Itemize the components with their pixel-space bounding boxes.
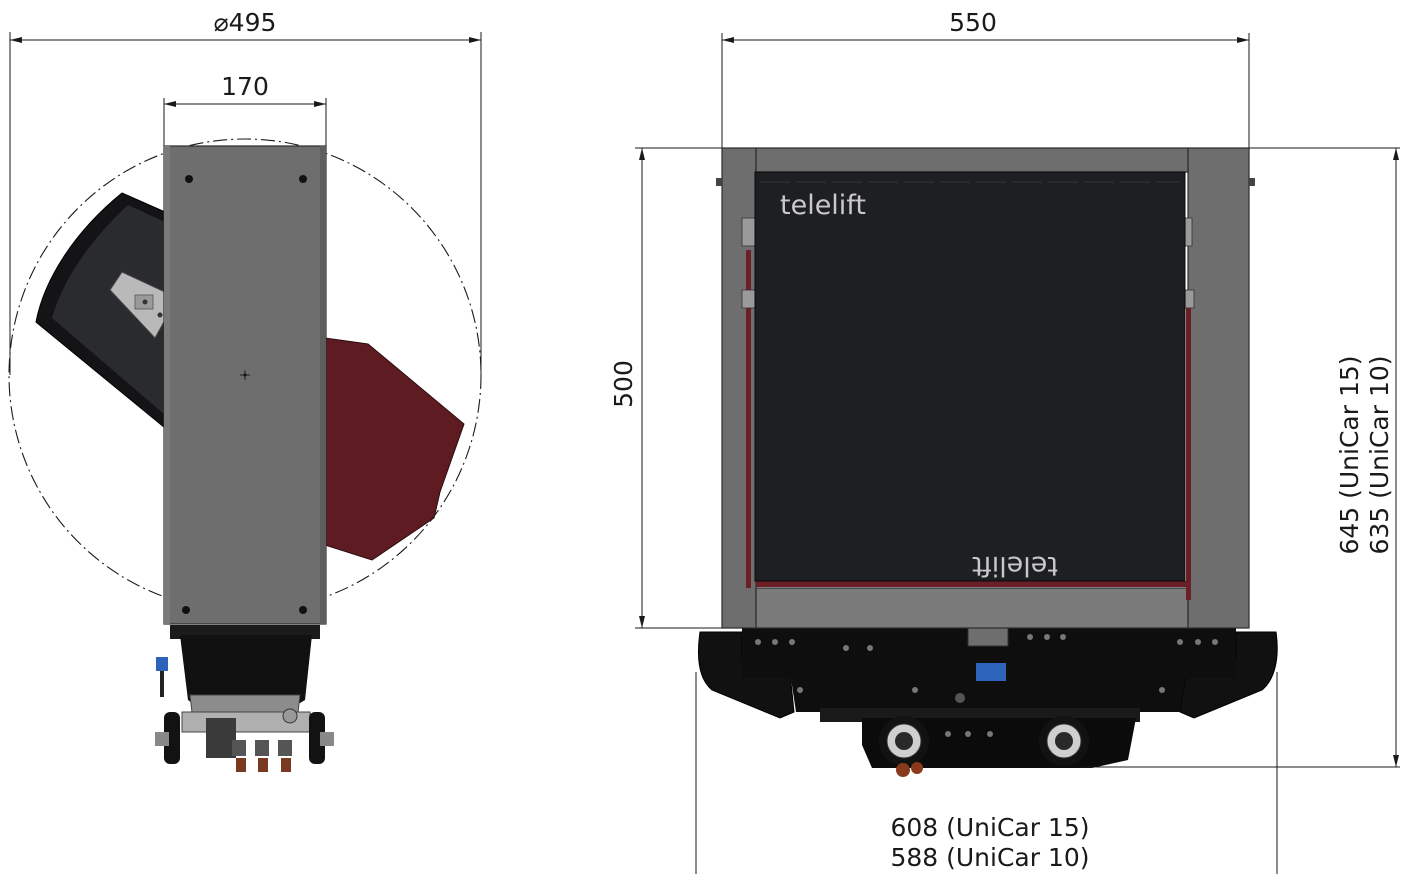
- overall-height-10-label: 635 (UniCar 10): [1365, 355, 1394, 554]
- screw-icon: [299, 606, 307, 614]
- right-wheel: [1039, 716, 1089, 766]
- dimension-overall-width: 608 (UniCar 15) 588 (UniCar 10): [695, 672, 1278, 874]
- container-inner-shade: [52, 205, 165, 415]
- side-chassis: [155, 625, 334, 772]
- right-post: [1187, 147, 1250, 629]
- side-width-label: 170: [221, 72, 269, 101]
- top-bar: [755, 147, 1189, 173]
- left-wheel: [879, 716, 929, 766]
- dimension-diameter: ⌀495: [9, 8, 482, 375]
- blue-sensor: [976, 663, 1006, 681]
- side-column-body: [163, 145, 327, 625]
- dimension-side-width: 170: [163, 72, 327, 146]
- overall-width-15-label: 608 (UniCar 15): [890, 813, 1089, 842]
- front-width-label: 550: [949, 8, 997, 37]
- container-front-panel: [754, 171, 1186, 582]
- brand-logo-bottom: telelift: [972, 550, 1058, 581]
- dimension-overall-height: 645 (UniCar 15) 635 (UniCar 10): [1080, 147, 1400, 768]
- maroon-container-panel: [324, 337, 465, 561]
- right-rail: [1186, 290, 1191, 600]
- bottom-bar: [755, 587, 1189, 629]
- diameter-label: ⌀495: [214, 8, 277, 37]
- bottom-rail: [756, 581, 1188, 587]
- front-chassis: [698, 627, 1278, 777]
- dimension-front-width: 550: [721, 8, 1250, 148]
- dimension-front-height: 500: [609, 147, 722, 629]
- overall-width-10-label: 588 (UniCar 10): [890, 843, 1089, 872]
- screw-icon: [299, 175, 307, 183]
- screw-icon: [182, 606, 190, 614]
- brand-logo-top: telelift: [780, 190, 866, 221]
- left-rail: [746, 250, 751, 588]
- side-view: ⌀495 170: [8, 8, 482, 772]
- front-height-label: 500: [609, 360, 638, 408]
- overall-height-15-label: 645 (UniCar 15): [1335, 355, 1364, 554]
- screw-icon: [185, 175, 193, 183]
- front-view: telelift telelift 550 500 645: [609, 8, 1400, 874]
